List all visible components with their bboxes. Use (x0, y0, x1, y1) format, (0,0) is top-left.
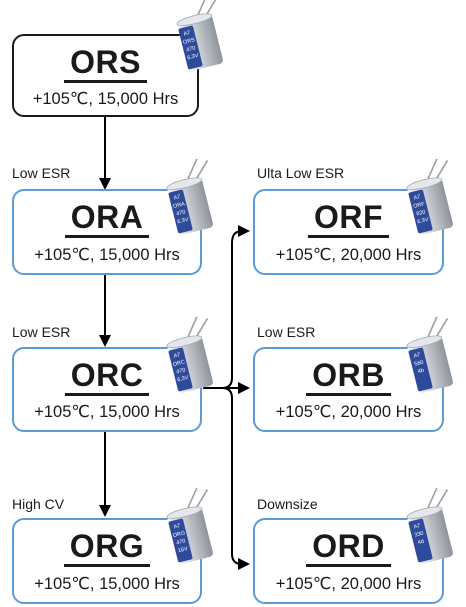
capacitor-label-text: 4d (417, 539, 424, 546)
capacitor-label-text: 6.3V (177, 375, 190, 384)
node-name: ORB (255, 359, 442, 396)
capacitor-label-text: A7 (173, 194, 181, 201)
capacitor-label-text: 470 (176, 538, 186, 546)
caption-orc: Low ESR (12, 324, 71, 340)
node-spec: +105℃, 20,000 Hrs (275, 403, 422, 421)
capacitor-label-text: 6.3V (177, 217, 190, 226)
capacitor-label-text: 470 (176, 209, 186, 217)
capacitor-label-text: 470 (176, 367, 186, 375)
capacitor-label-text: A7 (183, 30, 191, 37)
capacitor-label-text: 820 (416, 209, 426, 217)
capacitor-label-text: ORF (413, 201, 426, 210)
node-name: ORA (14, 201, 200, 238)
node-orc: ORC +105℃, 15,000 Hrs (12, 347, 202, 432)
node-name: ORF (255, 201, 442, 238)
capacitor-label-text: 6.3V (187, 53, 200, 62)
node-spec: +105℃, 15,000 Hrs (34, 403, 180, 421)
capacitor-label-text: 6.3V (417, 217, 430, 226)
capacitor-label-text: ORC (172, 359, 185, 368)
capacitor-label-text: 470 (186, 45, 196, 53)
caption-org: High CV (12, 496, 65, 512)
node-spec: +105℃, 15,000 Hrs (32, 90, 179, 108)
node-name: ORD (255, 530, 442, 567)
node-spec: +105℃, 20,000 Hrs (275, 575, 422, 593)
node-spec: +105℃, 15,000 Hrs (34, 246, 180, 264)
capacitor-label-text: ORS (183, 37, 196, 46)
caption-ord: Downsize (257, 496, 318, 512)
node-name: ORC (14, 359, 200, 396)
capacitor-label-text: 560 (414, 360, 424, 368)
node-spec: +105℃, 15,000 Hrs (34, 575, 180, 593)
capacitor-label-text: 330 (414, 531, 424, 539)
capacitor-label-text: A7 (173, 352, 181, 359)
caption-ora: Low ESR (12, 165, 71, 181)
capacitor-label-text: A7 (413, 523, 421, 530)
capacitor-label-text: A7 (413, 194, 421, 201)
node-name: ORS (14, 46, 197, 83)
capacitor-label-text: A7 (413, 352, 421, 359)
caption-orf: Ulta Low ESR (257, 165, 345, 181)
node-ora: ORA +105℃, 15,000 Hrs (12, 189, 202, 275)
capacitor-label-text: 16V (177, 546, 188, 554)
node-org: ORG +105℃, 15,000 Hrs (12, 518, 202, 604)
capacitor-label-text: ORG (172, 530, 186, 539)
capacitor-label-text: ORA (173, 201, 186, 210)
arrow-orc-to-ord (203, 387, 250, 570)
capacitor-label-text: A7 (173, 523, 181, 530)
caption-orb: Low ESR (257, 324, 316, 340)
node-spec: +105℃, 20,000 Hrs (275, 246, 422, 264)
node-name: ORG (14, 530, 200, 567)
node-ors: ORS +105℃, 15,000 Hrs (12, 34, 199, 117)
capacitor-label-text: 4b (417, 368, 424, 375)
